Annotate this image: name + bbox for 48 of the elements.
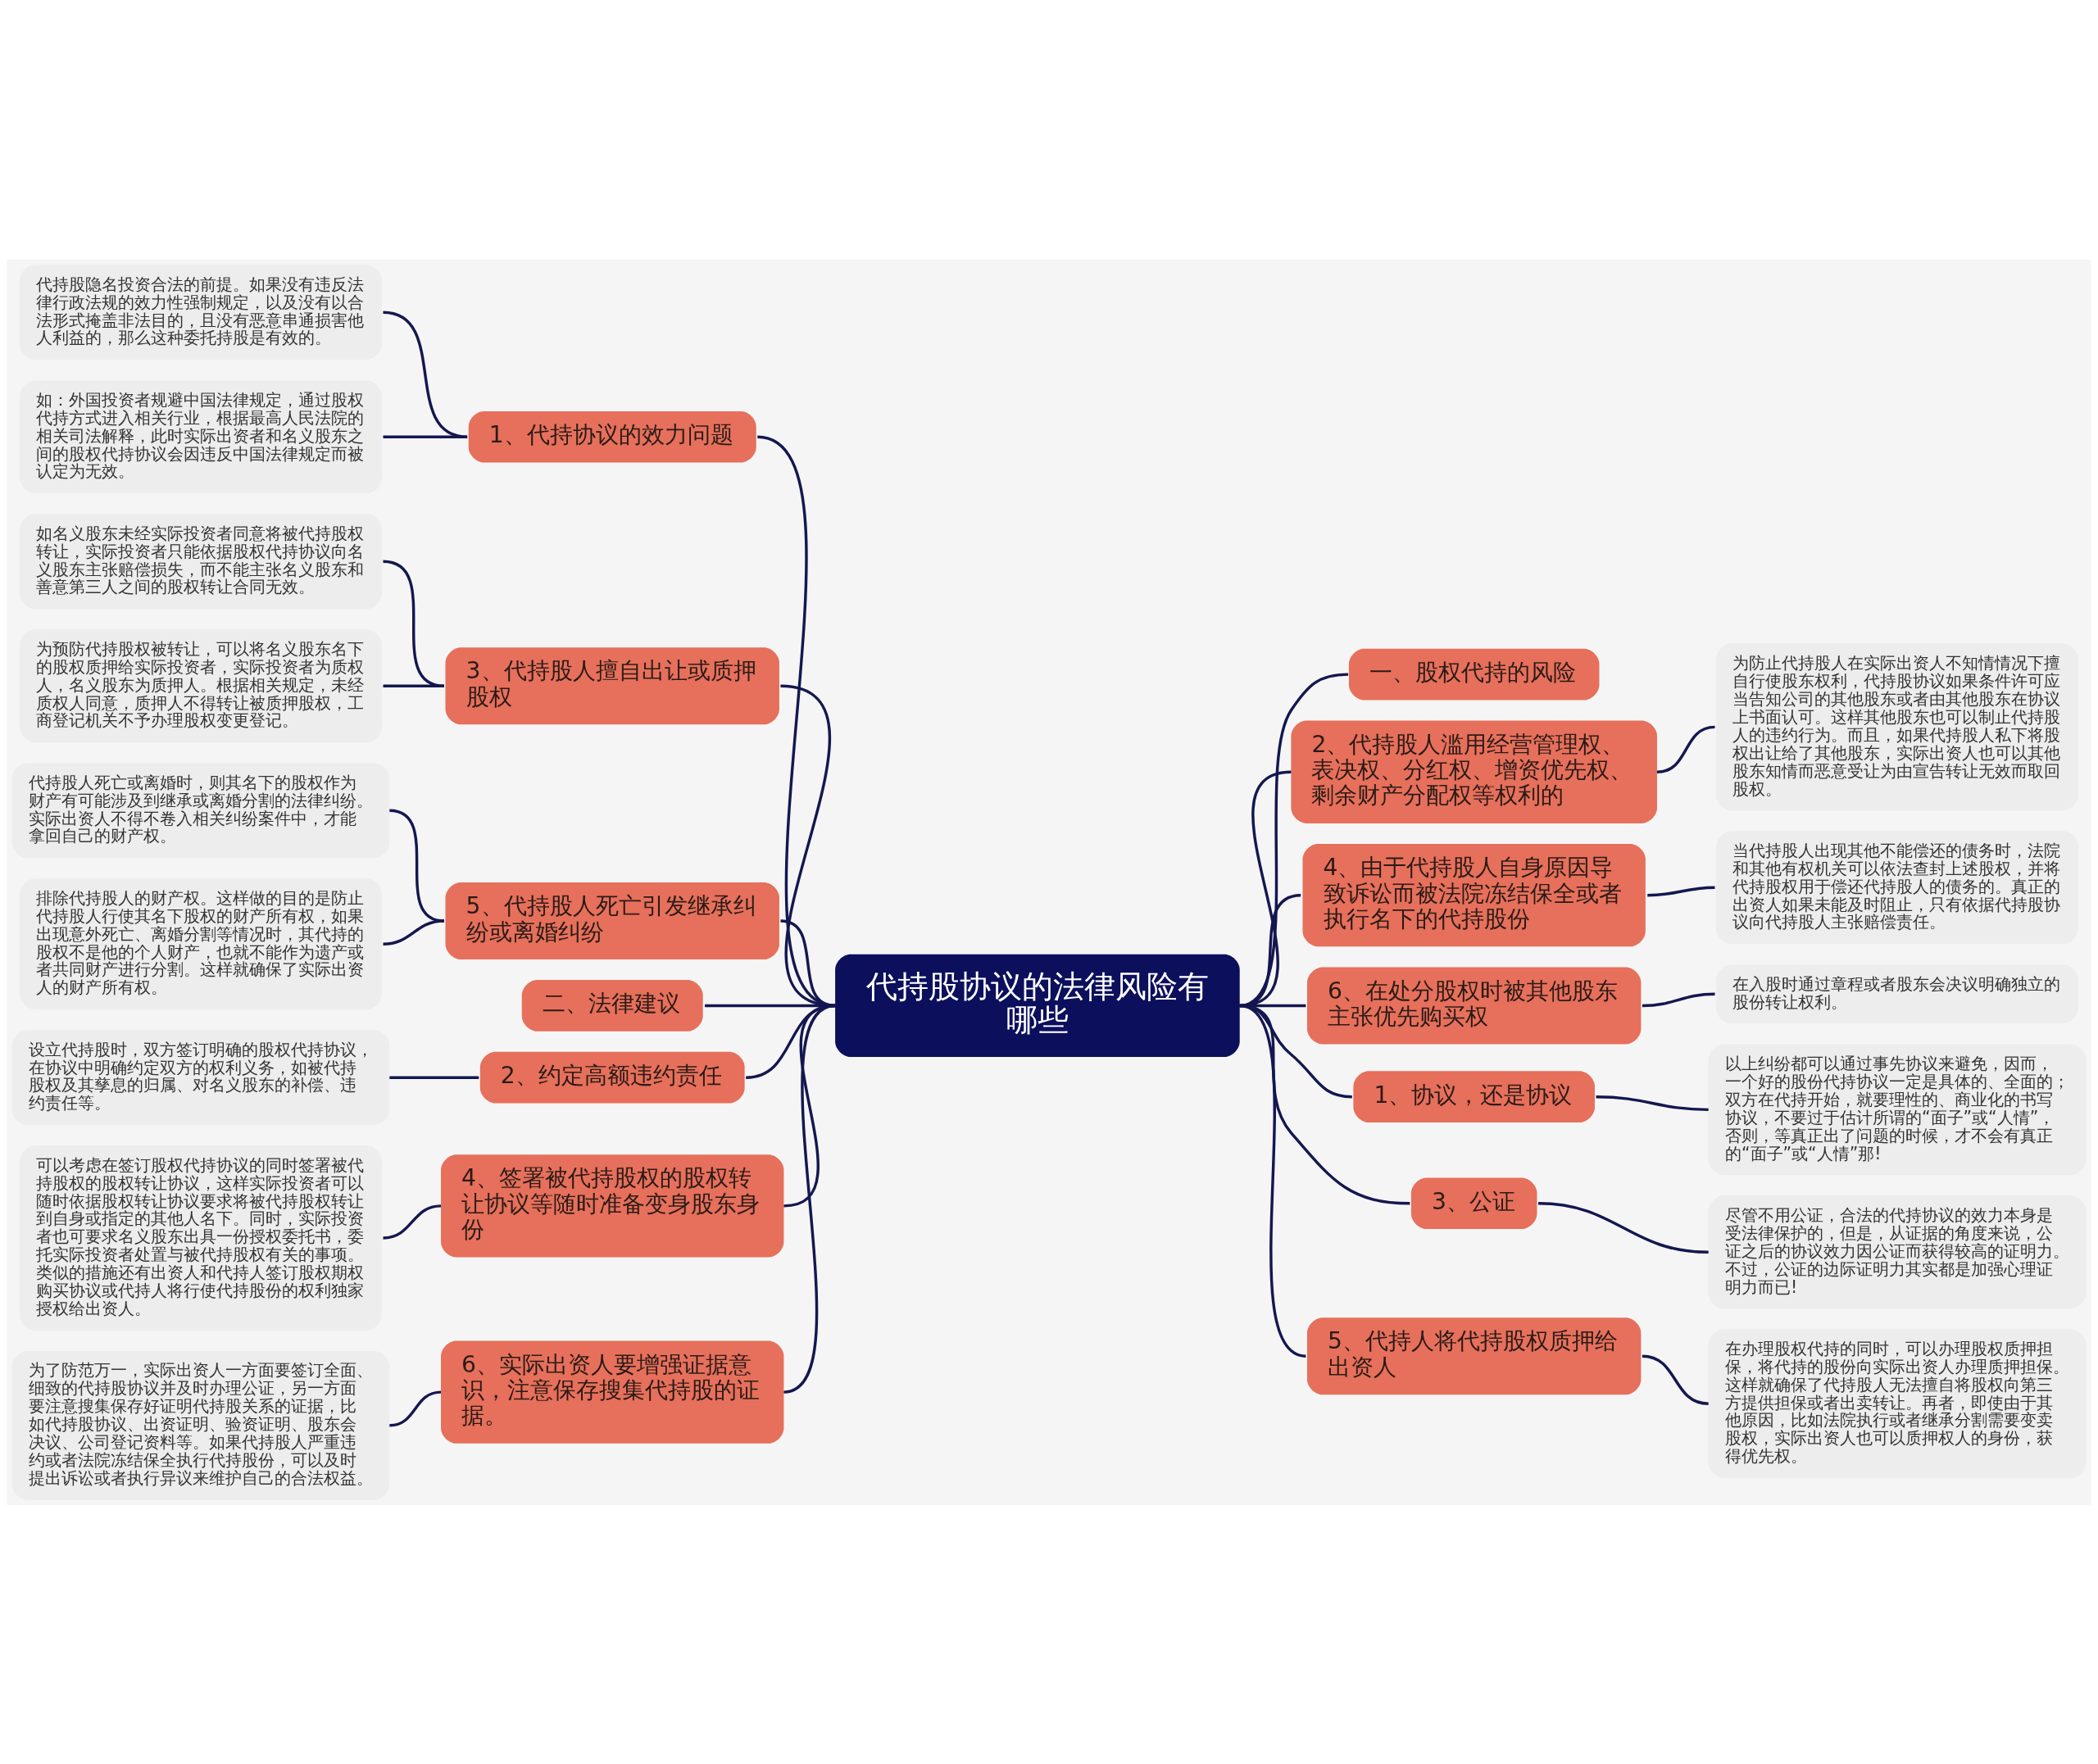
node-box: 5、代持人将代持股权质押给出资人 [1306, 1317, 1642, 1394]
connector [1656, 725, 1715, 773]
connector [1239, 893, 1301, 1007]
node-box: 二、法律建议 [521, 979, 703, 1032]
connector [1537, 1201, 1709, 1254]
connector [383, 684, 444, 687]
node-box: 代持股人死亡或离婚时，则其名下的股权作为财产有可能涉及到继承或离婚分割的法律纠纷。实际出资人不得不卷入相关纠纷案件中，才能拿回自己的财产权。 [11, 762, 390, 858]
connector [383, 918, 445, 945]
node-box: 1、代持协议的效力问题 [468, 410, 756, 463]
node-box: 2、约定高额违约责任 [479, 1051, 745, 1104]
node-box: 5、代持股人死亡引发继承纠纷或离婚纠纷 [445, 882, 779, 959]
node-box: 代持股协议的法律风险有哪些 [835, 954, 1240, 1057]
node-box: 一、股权代持的风险 [1348, 648, 1600, 700]
node-box: 3、代持股人擅自出让或质押股权 [445, 646, 779, 724]
node-box: 2、代持股人滥用经营管理权、表决权、分红权、增资优先权、剩余财产分配权等权利的 [1291, 720, 1657, 823]
node-box: 当代持股人出现其他不能偿还的债务时，法院和其他有权机关可以依法查封上述股权，并将代持股权用于偿还代持股人的债务的。真正的出资人如果未能及时阻止，只有依据代持股协议向代持股人主张赔偿责任。 [1716, 830, 2078, 944]
node-box: 为预防代持股权被转让，可以将名义股东名下的股权质押给实际投资者，实际投资者为质权人，名义股东为质押人。根据相关规定，未经质权人同意，质押人不得转让被质押股权，工商登记机关不予办理股权变更登记。 [20, 628, 382, 742]
connector [1239, 672, 1349, 1007]
connector [1596, 1095, 1709, 1111]
connector [383, 1204, 442, 1240]
connector [383, 560, 445, 687]
node-box: 在办理股权代持的同时，可以办理股权质押担保，将代持的股份向实际出资人办理质押担保。这样就确保了代持股人无法擅自将股权向第三方提供担保或者出卖转让。再者，即使由于其他原因，比如法院执行或者继承分割需要变卖股权，实际出资人也可以质押权人的身份，获得优先权。 [1708, 1328, 2087, 1478]
connector [383, 435, 468, 438]
node-box: 在入股时通过章程或者股东会决议明确独立的股份转让权利。 [1716, 964, 2078, 1023]
node-box: 4、由于代持股人自身原因导致诉讼而被法院冻结保全或者执行名下的代持股份 [1302, 843, 1646, 946]
connector [1239, 1004, 1307, 1358]
connector [1642, 1354, 1709, 1405]
connector [1642, 992, 1715, 1007]
node-box: 4、签署被代持股权的股权转让协议等随时准备变身股东身份 [441, 1154, 784, 1258]
node-box: 可以考虑在签订股权代持协议的同时签署被代持股权的股权转让协议，这样实际投资者可以随时依据股权转让协议要求将被代持股权转让到自身或指定的其他人名下。同时，实际投资者也可要求名义股东出具一份授权委托书，委托实际投资者处置与被代持股权有关的事项。类似的措施还有出资人和代持人签订股权期权购买协议或代持人将行使代持股份的权利独家授权给出资人。 [20, 1145, 382, 1331]
node-box: 如名义股东未经实际投资者同意将被代持股权转让，实际投资者只能依据股权代持协议向名义股东主张赔偿损失，而不能主张名义股东和善意第三人之间的股权转让合同无效。 [20, 513, 382, 609]
connector [383, 311, 468, 438]
node-box: 尽管不用公证，合法的代持协议的效力本身是受法律保护的，但是，从证据的角度来说，公证之后的协议效力因公证而获得较高的证明力。不过，公证的边际证明力其实都是加强心理证明力而已! [1708, 1195, 2087, 1308]
node-box: 如：外国投资者规避中国法律规定，通过股权代持方式进入相关行业，根据最高人民法院的相关司法解释，此时实际出资者和名义股东之间的股权代持协议会因违反中国法律规定而被认定为无效。 [20, 379, 382, 493]
node-box: 设立代持股时，双方签订明确的股权代持协议，在协议中明确约定双方的权利义务，如被代持股权及其孳息的归属、对名义股东的补偿、违约责任等。 [11, 1029, 390, 1125]
connector [389, 1075, 479, 1079]
connector [1647, 886, 1715, 896]
connector [783, 1004, 836, 1394]
connector [389, 1390, 442, 1427]
node-box: 为了防范万一，实际出资人一方面要签订全面、细致的代持股协议并及时办理公证，另一方面要注意搜集保存好证明代持股关系的证据，比如代持股协议、出资证明、验资证明、股东会决议、公司登记资料等。如果代持股人严重违约或者法院冻结保全执行代持股份，可以及时提出诉讼或者执行异议来维护自己的合法权益。 [11, 1350, 390, 1500]
node-box: 为防止代持股人在实际出资人不知情情况下擅自行使股东权利，代持股协议如果条件许可应当告知公司的其他股东或者由其他股东在协议上书面认可。这样其他股东也可以制止代持股人的违约行为。而且，如果代持股人私下将股权出让给了其他股东，实际出资人也可以其他股东知情而恶意受让为由宣告转让无效而取回股权。 [1716, 643, 2078, 810]
node-box: 排除代持股人的财产权。这样做的目的是防止代持股人行使其名下股权的财产所有权，如果出现意外死亡、离婚分割等情况时，其代持的股权不是他的个人财产，也就不能作为遗产或者共同财产进行分割。这样就确保了实际出资人的财产所有权。 [20, 877, 382, 1009]
node-box: 6、在处分股权时被其他股东主张优先购买权 [1306, 966, 1642, 1044]
node-box: 代持股隐名投资合法的前提。如果没有违反法律行政法规的效力性强制规定，以及没有以合法形式掩盖非法目的，且没有恶意串通损害他人利益的，那么这种委托持股是有效的。 [20, 264, 382, 360]
node-box: 6、实际出资人要增强证据意识，注意保存搜集代持股的证据。 [441, 1340, 784, 1444]
node-box: 3、公证 [1410, 1177, 1537, 1229]
node-box: 以上纠纷都可以通过事先协议来避免，因而，一个好的股份代持协议一定是具体的、全面的；双方在代持开始，就要理性的、商业化的书写协议，不要过于估计所谓的“面子”或“人情”，否则，等真正出了问题的时候，才不会有真正的“面子”或“人情”那! [1708, 1043, 2087, 1175]
node-box: 1、协议，还是协议 [1353, 1070, 1595, 1122]
